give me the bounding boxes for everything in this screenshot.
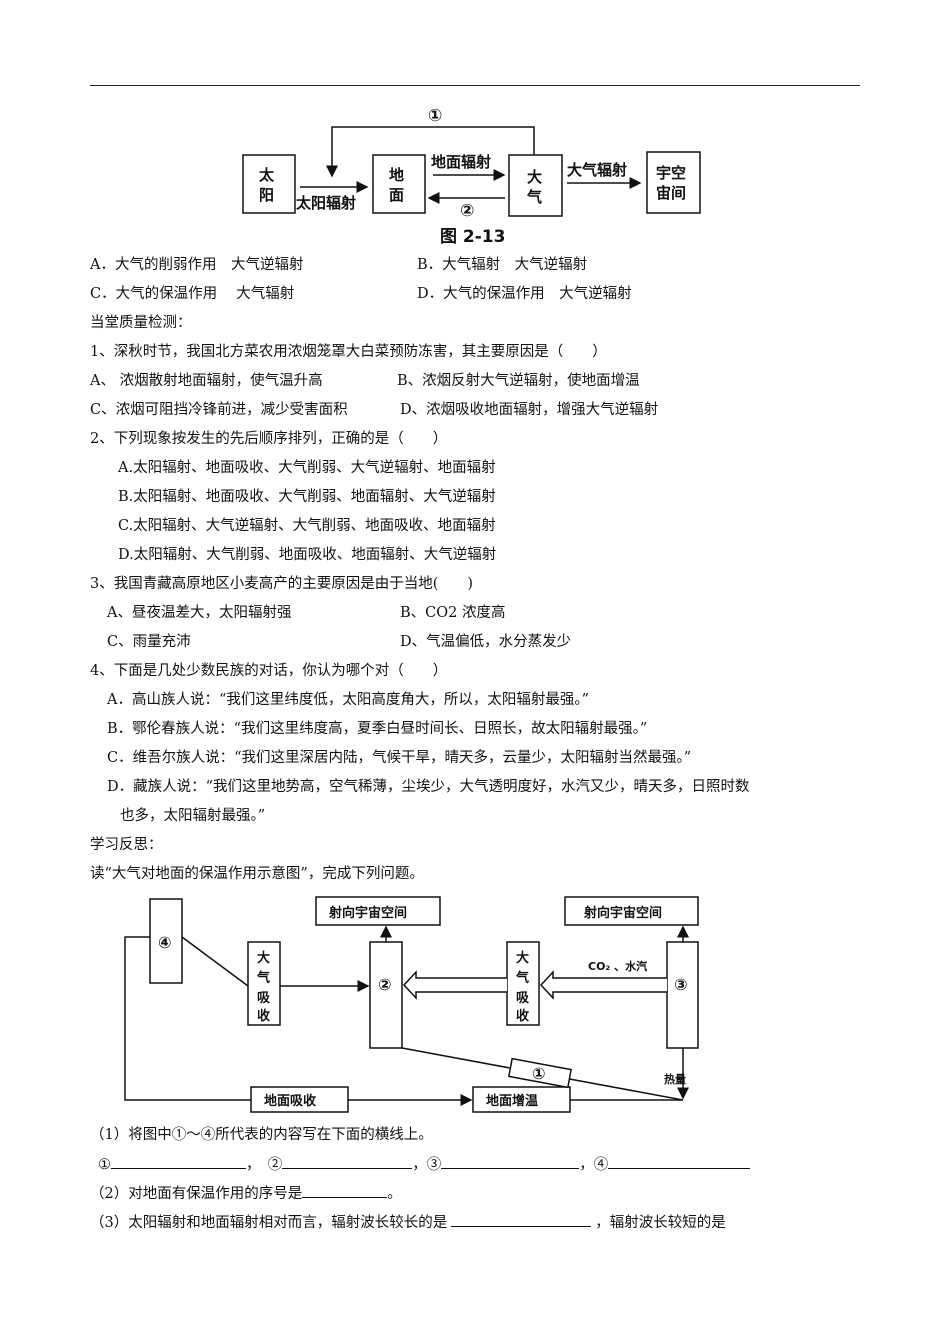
mark-3: ③ (674, 975, 688, 994)
answer-blank-2[interactable] (282, 1154, 413, 1169)
atm-absorb-l1: 大 (257, 950, 270, 966)
q1-stem: 1、深秋时节，我国北方菜农用浓烟笼罩大白菜预防冻害，其主要原因是（ ） (90, 344, 607, 360)
q1-option-d: D、浓烟吸收地面辐射，增强大气逆辐射 (400, 402, 659, 418)
sub1-stem: （1）将图中①～④所代表的内容写在下面的横线上。 (90, 1127, 433, 1143)
sub3-stem: （3）太阳辐射和地面辐射相对而言，辐射波长较长的是 (90, 1215, 448, 1231)
q3-option-d: D、气温偏低，水分蒸发少 (400, 634, 572, 650)
ground-label-2: 面 (389, 186, 404, 204)
atm-absorb-r1: 大 (516, 950, 529, 966)
section-heading: 当堂质量检测： (90, 315, 192, 331)
answer-blank-3[interactable] (441, 1154, 580, 1169)
mark-2b: ② (378, 975, 392, 994)
sub2-stem: （2）对地面有保温作用的序号是 (90, 1186, 303, 1202)
to-space-right-box (564, 896, 699, 926)
read-prompt: 读“大气对地面的保温作用示意图”，完成下列问题。 (90, 866, 424, 882)
sub3: （3）太阳辐射和地面辐射相对而言，辐射波长较长的是 ，辐射波长较短的是 (90, 1212, 726, 1233)
q3-stem: 3、我国青藏高原地区小麦高产的主要原因是由于当地( ) (90, 576, 474, 592)
option-c: C．大气的保温作用 大气辐射 (90, 286, 295, 302)
option-b: B．大气辐射 大气逆辐射 (417, 257, 588, 273)
q1-option-a: A、 浓烟散射地面辐射，使气温升高 (90, 373, 323, 389)
sub1-blanks: ① ， ② ，③ ，④ (98, 1154, 751, 1175)
space-label: 宇空 (656, 164, 686, 182)
loop-1-arrow (326, 126, 535, 178)
label-2: ， ② (246, 1157, 283, 1173)
figure-2-13 (242, 126, 701, 217)
box-1 (507, 1057, 573, 1089)
ground-label: 地 (389, 166, 404, 184)
reflection-heading: 学习反思： (90, 837, 163, 853)
atmos-radiation-label: 大气辐射 (567, 161, 627, 179)
q1-option-c: C、浓烟可阻挡冷锋前进，减少受害面积 (90, 402, 348, 418)
q2-option-a: A.太阳辐射、地面吸收、大气削弱、大气逆辐射、地面辐射 (118, 460, 496, 476)
sub2: （2）对地面有保温作用的序号是 。 (90, 1183, 402, 1204)
q1-option-b: B、浓烟反射大气逆辐射，使地面增温 (397, 373, 640, 389)
ground-warm-label: 地面增温 (486, 1093, 538, 1109)
atm-absorb-l4: 收 (257, 1008, 271, 1024)
mark-1: ① (428, 106, 442, 126)
ground-absorb-label: 地面吸收 (264, 1093, 317, 1109)
atmosphere-box (508, 154, 563, 217)
q4-option-c: C．维吾尔族人说：“我们这里深居内陆，气候干旱，晴天多，云量少，太阳辐射当然最强… (107, 750, 692, 766)
to-space-left-label: 射向宇宙空间 (328, 905, 407, 921)
space-box (646, 151, 701, 214)
header-rule (90, 85, 860, 86)
box-4 (149, 898, 183, 984)
q2-option-d: D.太阳辐射、大气削弱、地面吸收、地面辐射、大气逆辐射 (118, 547, 497, 563)
q4-option-b: B．鄂伦春族人说：“我们这里纬度高，夏季白昼时间长、日照长，故太阳辐射最强。” (107, 721, 648, 737)
q4-option-a: A．高山族人说：“我们这里纬度低，太阳高度角大，所以，太阳辐射最强。” (107, 692, 590, 708)
answer-blank-5[interactable] (302, 1183, 388, 1198)
co2-label: CO₂ 、水汽 (588, 959, 647, 973)
sun-label-2: 阳 (259, 186, 274, 204)
figure-caption: 图 2-13 (440, 227, 505, 247)
ground-radiation-label: 地面辐射 (431, 153, 491, 171)
sub2-end: 。 (387, 1186, 402, 1202)
sun-box (242, 154, 296, 214)
atmos-label-2: 气 (526, 188, 542, 206)
sun-label: 太 (259, 166, 275, 184)
atm-absorb-left-box (247, 941, 281, 1026)
option-d: D．大气的保温作用 大气逆辐射 (417, 286, 632, 302)
label-3: ，③ (412, 1157, 442, 1173)
to-space-right-label: 射向宇宙空间 (583, 905, 662, 921)
mark-2: ② (460, 201, 474, 221)
q4-option-d: D．藏族人说：“我们这里地势高，空气稀薄，尘埃少，大气透明度好，水汽又少，晴天多… (107, 779, 750, 795)
option-a: A．大气的削弱作用 大气逆辐射 (90, 257, 304, 273)
label-4: ，④ (579, 1157, 609, 1173)
q4-stem: 4、下面是几处少数民族的对话，你认为哪个对（ ） (90, 663, 448, 679)
atmos-label: 大 (527, 168, 542, 186)
q2-option-c: C.太阳辐射、大气逆辐射、大气削弱、地面吸收、地面辐射 (118, 518, 496, 534)
q2-stem: 2、下列现象按发生的先后顺序排列，正确的是（ ） (90, 431, 448, 447)
to-space-left-box (315, 896, 441, 926)
mark-1b: ① (532, 1064, 546, 1083)
q3-option-b: B、CO2 浓度高 (400, 605, 506, 621)
mark-4: ④ (158, 933, 172, 952)
heat-label: 热量 (664, 1072, 686, 1086)
atm-absorb-r4: 收 (516, 1008, 530, 1024)
q4-option-d-cont: 也多，太阳辐射最强。” (120, 808, 266, 824)
atm-absorb-r3: 吸 (516, 991, 530, 1006)
atm-absorb-l2: 气 (257, 970, 270, 986)
box-3 (666, 941, 699, 1049)
answer-blank-1[interactable] (111, 1154, 246, 1169)
answer-blank-6[interactable] (451, 1212, 592, 1227)
solar-radiation-label: 太阳辐射 (296, 194, 356, 212)
q3-option-a: A、昼夜温差大，太阳辐射强 (107, 605, 292, 621)
q3-option-c: C、雨量充沛 (107, 634, 191, 650)
greenhouse-diagram (124, 896, 699, 1113)
q2-option-b: B.太阳辐射、地面吸收、大气削弱、地面辐射、大气逆辐射 (118, 489, 496, 505)
answer-blank-4[interactable] (608, 1154, 751, 1169)
label-1: ① (98, 1157, 111, 1173)
box-2 (369, 941, 403, 1049)
ground-box (372, 154, 426, 214)
atm-absorb-r2: 气 (516, 970, 529, 986)
atm-absorb-l3: 吸 (257, 991, 271, 1006)
space-label-2: 宙间 (656, 184, 686, 202)
sub3-mid: ，辐射波长较短的是 (595, 1215, 726, 1231)
